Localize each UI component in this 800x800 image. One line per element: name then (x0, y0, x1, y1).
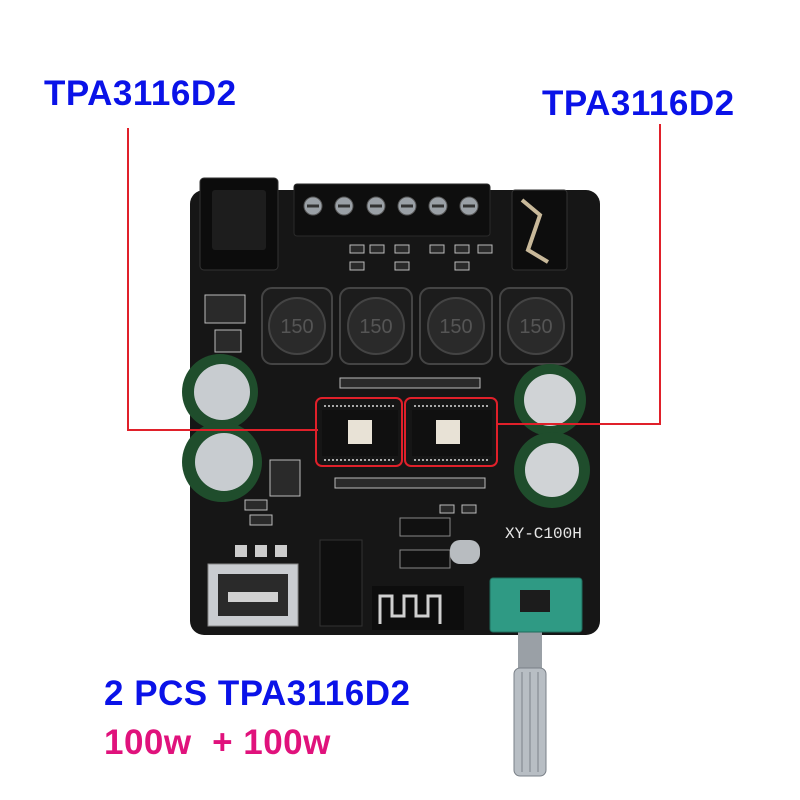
bluetooth-antenna (372, 586, 464, 630)
inductor-marking: 150 (519, 316, 552, 338)
audio-jack-bottom (319, 539, 363, 627)
board-model-label: XY-C100H (505, 525, 582, 543)
usb-port (207, 563, 299, 627)
volume-potentiometer (489, 577, 583, 777)
tpa3116d2-chip-left (322, 410, 398, 456)
chip-callout-right: TPA3116D2 (542, 84, 735, 123)
audio-jack-top (511, 189, 568, 271)
chip-count-caption: 2 PCS TPA3116D2 (104, 674, 411, 713)
tpa3116d2-chip-right (412, 410, 492, 456)
callout-lines (127, 124, 661, 467)
screw-terminal-block (293, 183, 491, 237)
dc-power-jack (199, 177, 279, 271)
inductor-marking: 150 (439, 316, 472, 338)
capacitors (182, 354, 590, 508)
power-rating-caption: 100w + 100w (104, 723, 331, 762)
inductors (261, 287, 573, 365)
inductor-marking: 150 (280, 316, 313, 338)
chip-callout-left: TPA3116D2 (44, 74, 237, 113)
inductor-marking: 150 (359, 316, 392, 338)
